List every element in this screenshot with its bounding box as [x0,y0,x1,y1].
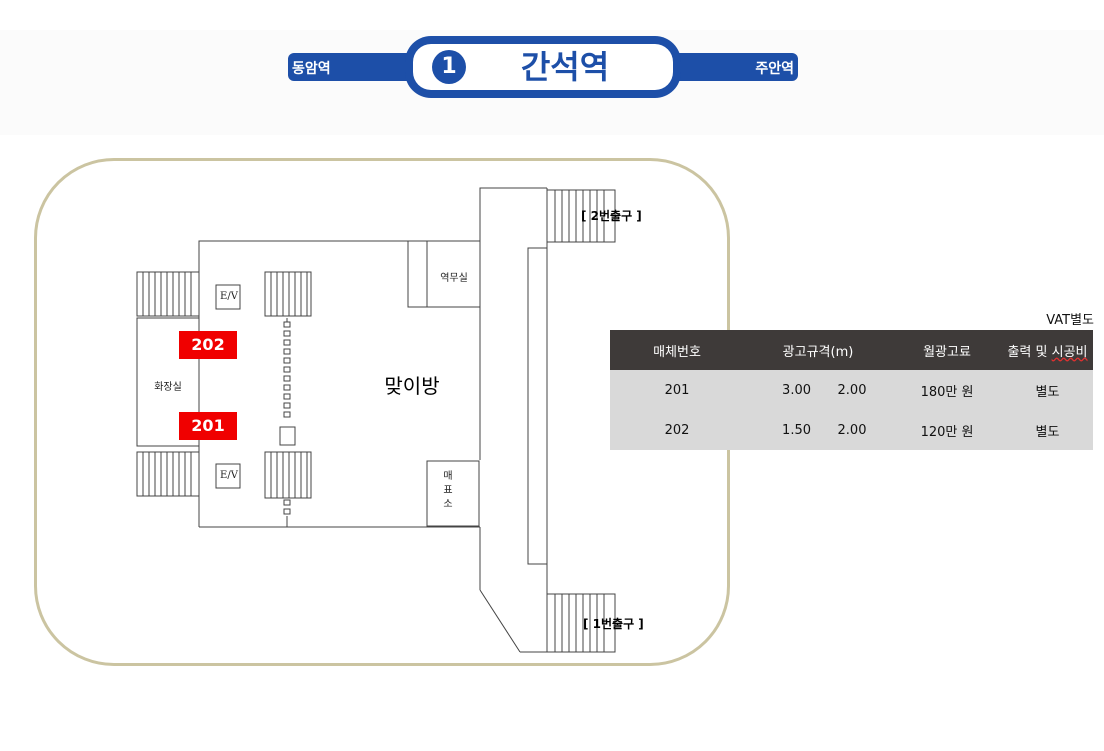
pricing-header-row: 매체번호 광고규격(m) 월광고료 출력 및 시공비 [610,330,1093,370]
exit-corridor-wall [527,247,548,565]
elevator-top-label: E/V [220,291,238,302]
ticket-office-label: 매표소 [443,471,453,510]
ticket-office [426,460,480,527]
header-print-install-prefix: 출력 및 [1007,344,1052,360]
cell-media-no: 202 [610,410,744,450]
lobby-label: 맞이방 [384,374,440,398]
cell-fee: 180만 원 [892,370,1002,410]
vat-note: VAT별도 [1046,313,1094,328]
stairs-left-bottom [136,451,200,497]
stairs-exit-2 [546,189,616,243]
stairs-left-top [136,271,200,317]
stairs-exit-1 [546,593,616,653]
station-name: 간석역 [520,48,610,86]
stairs [136,189,616,653]
cell-fee: 120만 원 [892,410,1002,450]
restroom [136,317,200,447]
stairs-center-top [264,271,312,317]
header-media-no: 매체번호 [610,330,744,370]
elevator-bottom [215,463,241,489]
table-row: 202 1.50 2.00 120만 원 별도 [610,410,1093,450]
cell-install: 별도 [1002,370,1093,410]
header-print-install-underlined: 시공비 [1051,344,1088,360]
header-monthly-fee: 월광고료 [892,330,1002,370]
elevator-top [215,284,241,310]
exit-2-label: [ 2번출구 ] [581,209,642,223]
cell-media-no: 201 [610,370,744,410]
exit-1-label: [ 1번출구 ] [583,617,644,631]
cell-width: 1.50 [744,410,812,450]
ad-tag-201[interactable]: 201 [179,412,237,440]
stairs-center-bottom [264,451,312,499]
ad-tag-202[interactable]: 202 [179,331,237,359]
restroom-label: 화장실 [154,382,182,393]
next-station-label: 주안역 [755,61,794,77]
cell-install: 별도 [1002,410,1093,450]
line-number-badge: 1 [432,50,466,84]
cell-width: 3.00 [744,370,812,410]
elevator-bottom-label: E/V [220,470,238,481]
header-print-install: 출력 및 시공비 [1002,330,1093,370]
pricing-table: 매체번호 광고규격(m) 월광고료 출력 및 시공비 201 3.00 2.00… [610,330,1093,450]
pillar-row [283,318,291,527]
table-row: 201 3.00 2.00 180만 원 별도 [610,370,1093,410]
prev-station-label: 동암역 [292,61,331,77]
station-office-label: 역무실 [440,273,468,284]
header-size: 광고규격(m) [744,330,892,370]
station-office [407,240,481,308]
cell-height: 2.00 [812,410,892,450]
cell-height: 2.00 [812,370,892,410]
concourse-outline [198,187,547,527]
